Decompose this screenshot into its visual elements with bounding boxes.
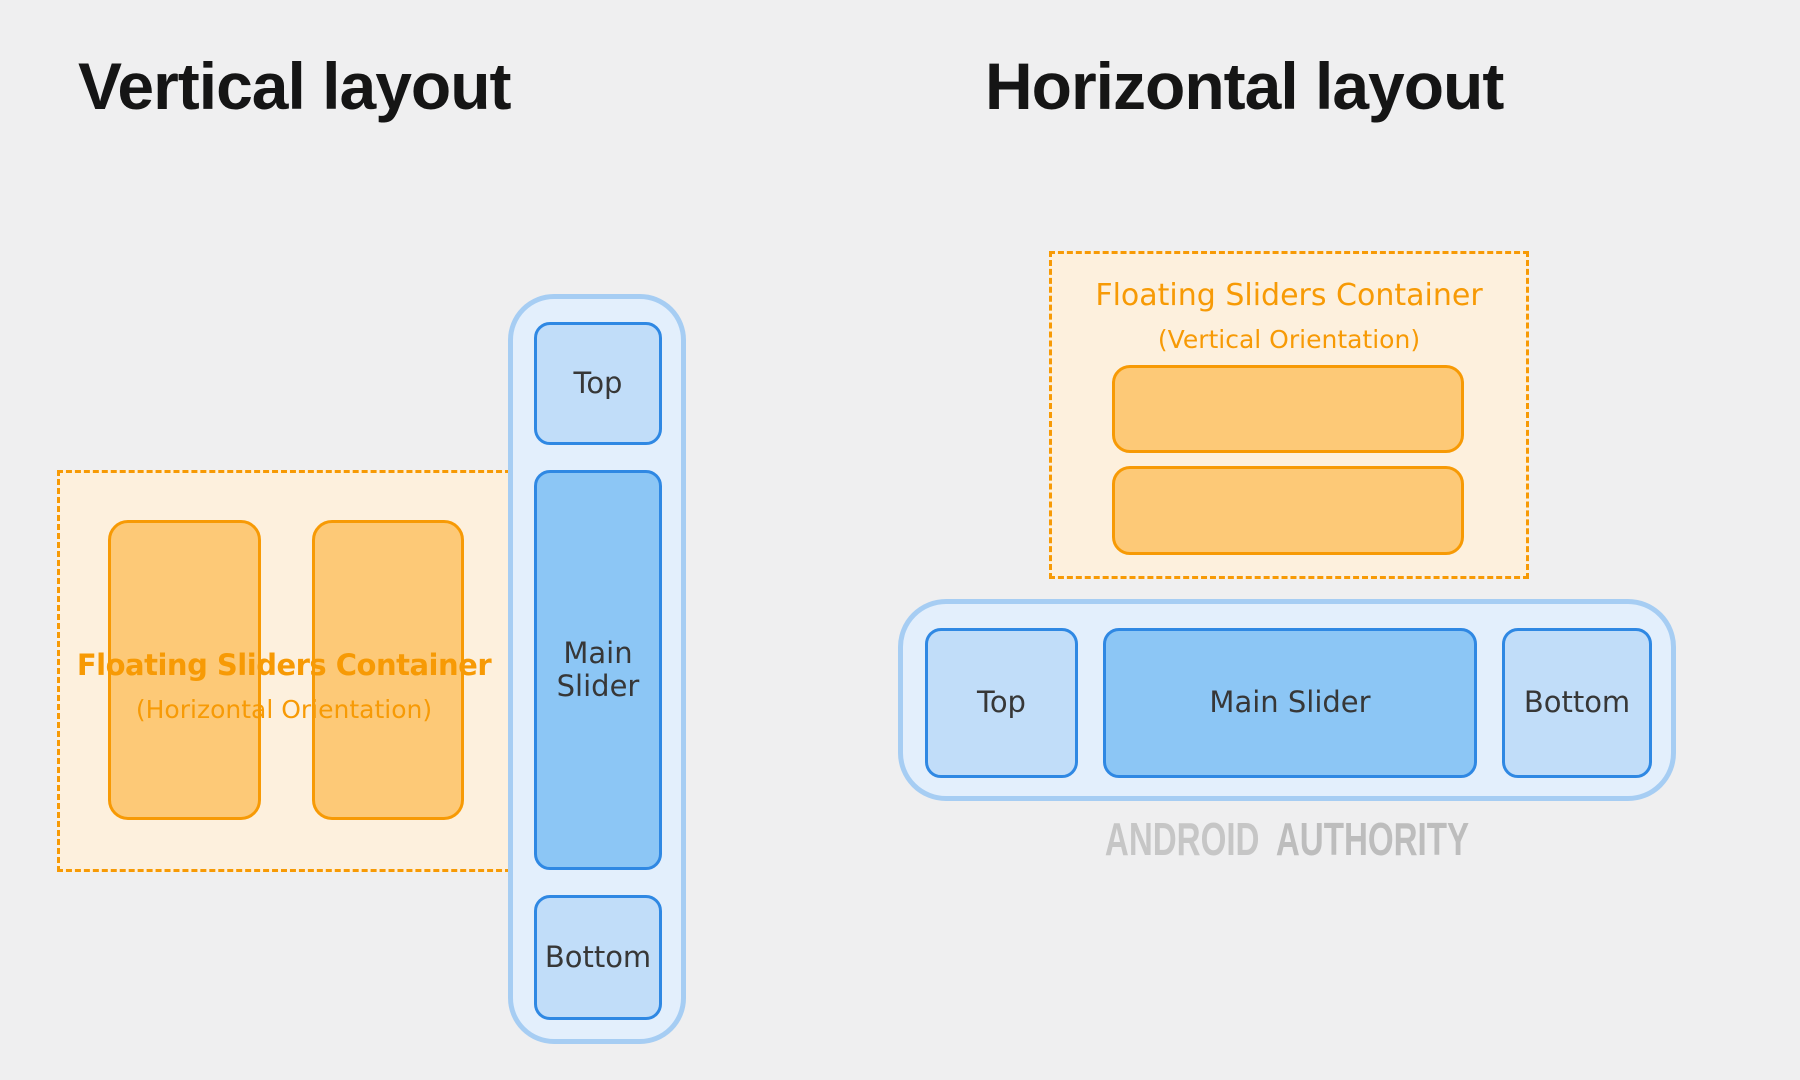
top-slider-label: Top [573, 365, 623, 400]
watermark-word-android: ANDROID [1104, 813, 1260, 865]
floating-container-subtitle: (Horizontal Orientation) [135, 695, 433, 724]
floating-container-title: Floating Sliders Container [76, 648, 492, 682]
floating-container-subtitle: (Vertical Orientation) [1157, 325, 1421, 354]
top-slider-label: Top [977, 685, 1026, 720]
floating-slider-bar [108, 520, 261, 820]
main-slider-box: Main Slider [534, 470, 662, 870]
main-slider-label: Main Slider [556, 635, 640, 703]
vertical-layout-title: Vertical layout [78, 49, 512, 123]
android-authority-watermark: ANDROID AUTHORITY [1007, 812, 1567, 866]
top-slider-box: Top [925, 628, 1078, 778]
vertical-slider-pill: Top Main Slider Bottom [508, 294, 686, 1044]
watermark-word-authority: AUTHORITY [1275, 813, 1470, 865]
bottom-slider-box: Bottom [1502, 628, 1652, 778]
bottom-slider-label: Bottom [1523, 685, 1631, 720]
main-slider-box: Main Slider [1103, 628, 1477, 778]
bottom-slider-label: Bottom [544, 939, 652, 974]
horizontal-layout-title: Horizontal layout [985, 49, 1504, 123]
bottom-slider-box: Bottom [534, 895, 662, 1020]
floating-slider-bar [312, 520, 464, 820]
horizontal-slider-pill: Top Main Slider Bottom [898, 599, 1676, 801]
floating-sliders-container-vertical: Floating Sliders Container (Vertical Ori… [1049, 251, 1529, 579]
top-slider-box: Top [534, 322, 662, 445]
floating-slider-bar [1112, 365, 1464, 453]
main-slider-label: Main Slider [1209, 685, 1371, 720]
floating-slider-bar [1112, 466, 1464, 555]
floating-container-title: Floating Sliders Container [1095, 278, 1483, 313]
floating-sliders-container-horizontal: Floating Sliders Container (Horizontal O… [57, 470, 511, 872]
